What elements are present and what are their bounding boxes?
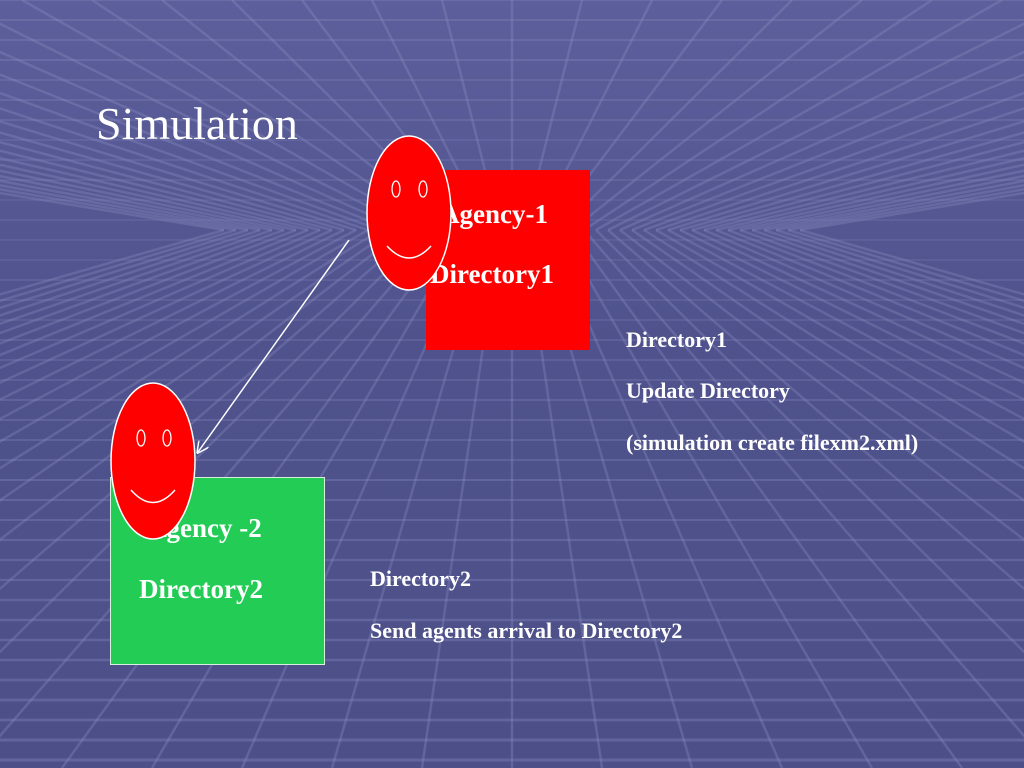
smiley-agent-icon bbox=[366, 135, 452, 291]
agency-1-name: Agency-1 bbox=[440, 199, 548, 229]
note-directory2-title: Directory2 bbox=[370, 566, 471, 591]
agency-1-box: Agency-1 Directory1 bbox=[426, 170, 590, 350]
note-directory1-action: Update Directory bbox=[626, 378, 790, 403]
slide-title: Simulation bbox=[96, 98, 298, 149]
smiley-agent-icon bbox=[110, 382, 196, 540]
agency-2-directory: Directory2 bbox=[139, 574, 263, 604]
note-directory1-title: Directory1 bbox=[626, 327, 727, 352]
note-directory2-action: Send agents arrival to Directory2 bbox=[370, 618, 683, 643]
migration-arrow bbox=[198, 239, 350, 452]
agency-1-directory: Directory1 bbox=[430, 259, 554, 289]
note-directory1-detail: (simulation create filexm2.xml) bbox=[626, 430, 919, 455]
